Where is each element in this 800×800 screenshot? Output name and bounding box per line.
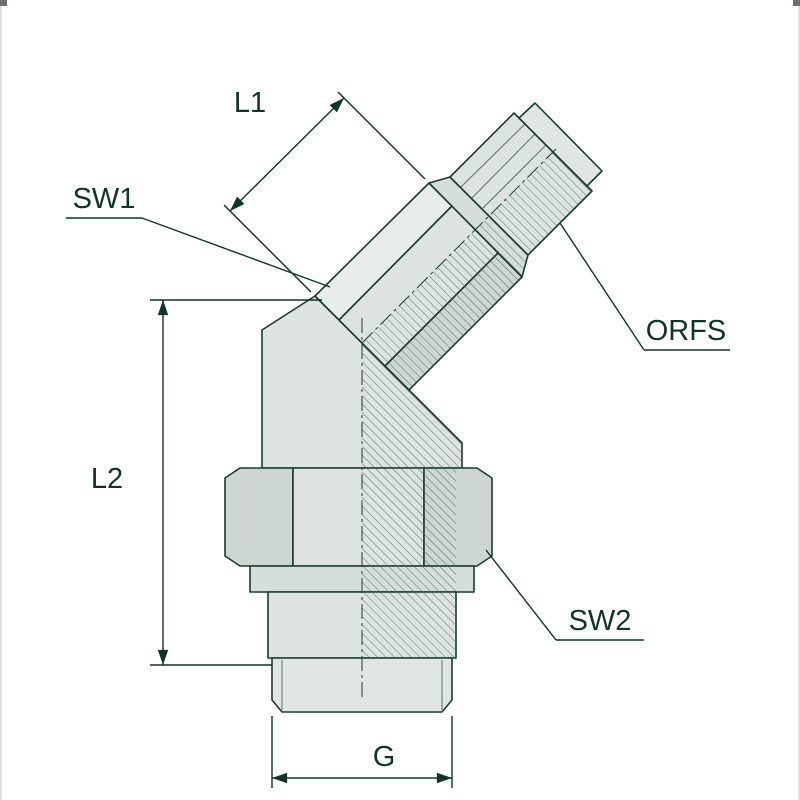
dimension-line <box>229 97 345 212</box>
extension-line <box>337 91 426 180</box>
label-orfs: ORFS <box>646 315 727 347</box>
dimension-label-l2: L2 <box>91 463 123 495</box>
thread-crest-line <box>460 123 526 188</box>
dimension-g: G <box>271 716 453 788</box>
leader-line <box>559 222 645 351</box>
leader-sw1: SW1 <box>66 183 331 288</box>
label-sw1: SW1 <box>73 183 136 215</box>
centerline-arm <box>361 148 557 344</box>
sw2-locknut-facet-left <box>224 467 294 567</box>
extension-line <box>223 204 312 293</box>
thread-crest-line <box>471 133 536 199</box>
fitting-body-group <box>224 102 603 713</box>
section-hatch-arm <box>362 152 592 390</box>
page-edge-right <box>798 0 800 800</box>
thread-crest-line <box>481 144 547 210</box>
page-edge-left <box>0 0 2 800</box>
section-hatch-body <box>362 468 456 658</box>
corner-mark-right <box>793 0 800 6</box>
dimension-l2: L2 <box>91 299 322 666</box>
section-hatch-bend <box>362 343 462 468</box>
leader-orfs: ORFS <box>559 222 730 351</box>
corner-mark-left <box>0 0 7 6</box>
leader-sw2: SW2 <box>485 549 644 641</box>
leader-line <box>485 549 557 641</box>
leader-line <box>141 217 331 288</box>
dimension-label-l1: L1 <box>234 87 266 119</box>
dimension-label-g: G <box>373 741 396 773</box>
label-sw2: SW2 <box>569 605 632 637</box>
dimension-l1: L1 <box>223 87 426 293</box>
